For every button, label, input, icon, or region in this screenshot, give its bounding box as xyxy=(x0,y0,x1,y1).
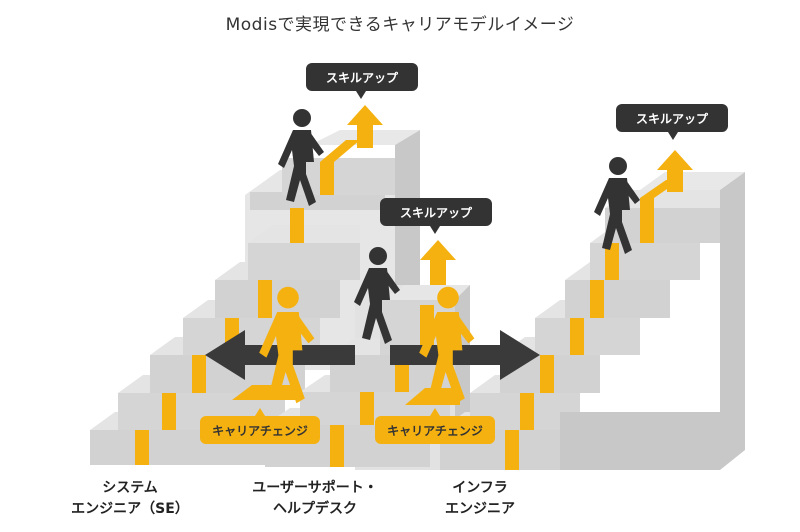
stair-left-guide xyxy=(135,140,360,465)
label-line: エンジニア xyxy=(445,501,515,517)
label-line: ユーザーサポート・ xyxy=(252,480,378,496)
label-system-engineer: システム エンジニア（SE） xyxy=(60,478,200,520)
career-change-label: キャリアチェンジ xyxy=(212,424,308,438)
skill-up-label: スキルアップ xyxy=(636,111,709,126)
arrow-up-icon xyxy=(420,240,456,285)
label-infrastructure: インフラ エンジニア xyxy=(420,478,540,520)
label-user-support: ユーザーサポート・ ヘルプデスク xyxy=(230,478,400,520)
skill-up-badge-3: スキルアップ xyxy=(616,104,728,140)
skill-up-label: スキルアップ xyxy=(326,70,399,85)
stair-right-guide xyxy=(505,180,680,470)
skill-up-label: スキルアップ xyxy=(400,205,473,220)
landing-left xyxy=(232,385,300,400)
arrow-up-icon xyxy=(657,150,693,192)
label-line: ヘルプデスク xyxy=(273,501,357,517)
arrow-up-icon xyxy=(347,105,383,148)
page-title: Modisで実現できるキャリアモデルイメージ xyxy=(225,15,575,35)
label-line: インフラ xyxy=(452,480,508,496)
career-change-label: キャリアチェンジ xyxy=(387,424,483,438)
skill-up-badge-1: スキルアップ xyxy=(306,63,418,99)
career-change-badge-2: キャリアチェンジ xyxy=(375,408,495,444)
skill-up-badge-2: スキルアップ xyxy=(380,198,492,234)
career-change-badge-1: キャリアチェンジ xyxy=(200,408,320,444)
label-line: システム xyxy=(102,480,158,496)
label-line: エンジニア（SE） xyxy=(71,501,189,517)
stair-right xyxy=(440,172,745,470)
